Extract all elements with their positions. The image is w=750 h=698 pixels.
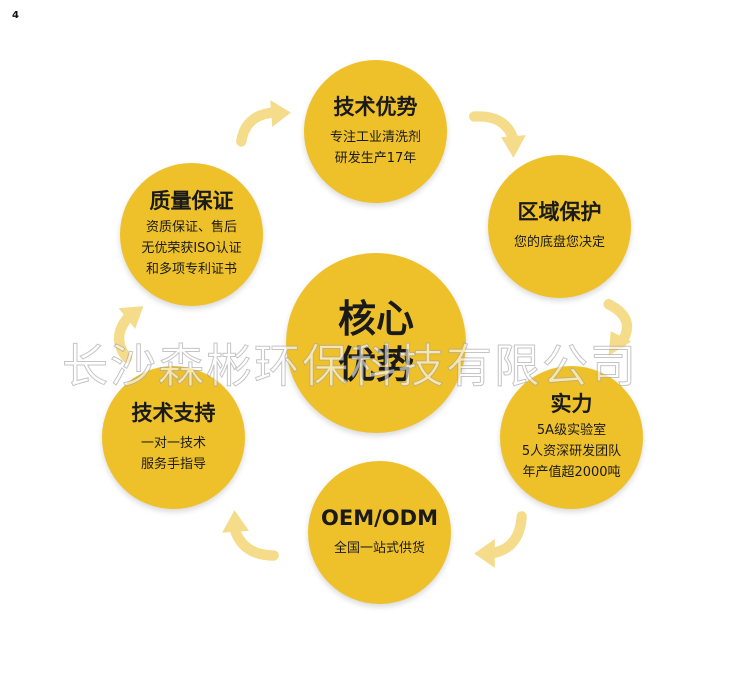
node-tech-advantage-title: 技术优势 <box>333 94 418 119</box>
node-oem: OEM/ODM 全国一站式供货 <box>308 461 451 604</box>
node-strength-line-3: 年产值超2000吨 <box>522 465 621 481</box>
curved-arrow-icon <box>469 111 526 158</box>
center-circle: 核心 优势 <box>286 253 466 433</box>
center-title-line1: 核心 <box>337 297 414 342</box>
node-tech-support-line-1: 一对一技术 <box>140 435 206 451</box>
node-tech-advantage: 技术优势 专注工业清洗剂 研发生产17年 <box>304 60 447 203</box>
node-region-protect-title: 区域保护 <box>517 199 602 224</box>
node-quality-line-2: 无优荣获ISO认证 <box>141 241 242 257</box>
curved-arrow-icon <box>603 299 633 356</box>
node-oem-title: OEM/ODM <box>321 505 438 530</box>
page-number: 4 <box>12 10 19 21</box>
node-strength: 实力 5A级实验室 5人资深研发团队 年产值超2000吨 <box>500 366 643 509</box>
node-region-protect-line-1: 您的底盘您决定 <box>513 235 605 251</box>
node-strength-line-1: 5A级实验室 <box>536 423 607 439</box>
curved-arrow-icon <box>113 306 144 363</box>
node-quality-line-1: 资质保证、售后 <box>145 220 237 236</box>
node-tech-support-line-2: 服务手指导 <box>140 456 206 472</box>
node-tech-advantage-line-1: 专注工业清洗剂 <box>329 129 421 145</box>
curved-arrow-icon <box>222 510 279 561</box>
node-quality-line-3: 和多项专利证书 <box>145 262 237 278</box>
node-tech-support: 技术支持 一对一技术 服务手指导 <box>102 366 245 509</box>
node-quality: 质量保证 资质保证、售后 无优荣获ISO认证 和多项专利证书 <box>120 163 263 306</box>
curved-arrow-icon <box>236 100 291 147</box>
node-region-protect: 区域保护 您的底盘您决定 <box>488 155 631 298</box>
center-title-line2: 优势 <box>337 343 414 387</box>
node-tech-advantage-line-2: 研发生产17年 <box>334 150 417 166</box>
curved-arrow-icon <box>474 511 527 568</box>
node-strength-line-2: 5人资深研发团队 <box>521 444 622 460</box>
node-strength-title: 实力 <box>550 392 593 417</box>
node-tech-support-title: 技术支持 <box>131 400 216 425</box>
node-quality-title: 质量保证 <box>149 189 234 214</box>
node-oem-line-1: 全国一站式供货 <box>333 541 425 557</box>
